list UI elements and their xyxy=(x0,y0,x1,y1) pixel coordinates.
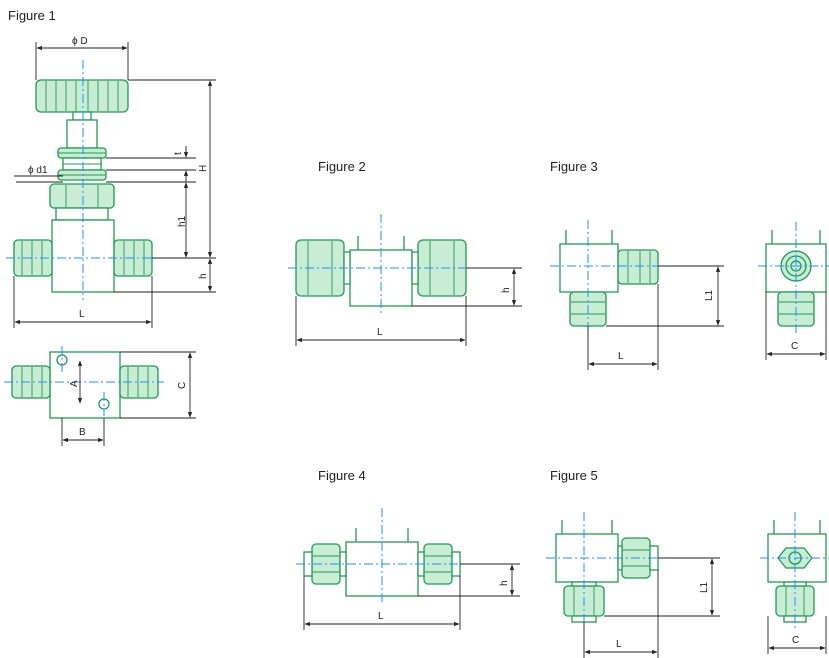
figure-3-title: Figure 3 xyxy=(550,159,598,174)
fig2-dim-label-h: h xyxy=(501,287,512,293)
figure-4-inline-valve: h L xyxy=(296,508,520,630)
fig3-dim-label-C: C xyxy=(791,341,798,352)
figure-4-title: Figure 4 xyxy=(318,468,366,483)
dim-label-H: H xyxy=(198,165,209,172)
dim-label-h: h xyxy=(198,273,209,279)
dim-label-C: C xyxy=(177,382,188,389)
figure-2-inline-valve: h L xyxy=(288,214,522,346)
fig3-body xyxy=(559,243,619,293)
fig2-dim-label-L: L xyxy=(377,327,383,338)
bonnet-base xyxy=(55,207,109,221)
fig5-dim-label-L1: L1 xyxy=(699,581,710,593)
figure-2-title: Figure 2 xyxy=(318,159,366,174)
fig4-dim-label-L: L xyxy=(378,611,384,622)
figure-1-valve-bottom-view: A C B xyxy=(4,346,196,446)
figure-3-end-view: C xyxy=(758,222,829,360)
stem xyxy=(72,111,92,121)
fig3-side-fitting xyxy=(617,249,659,285)
figure-5-angle-valve: L1 L xyxy=(546,512,720,658)
figure-3-angle-valve: L1 L xyxy=(550,220,724,370)
fig4-dim-label-h: h xyxy=(499,580,510,586)
fig3-dim-label-L1: L1 xyxy=(704,289,715,301)
packing-nut xyxy=(49,183,115,209)
handwheel xyxy=(35,79,129,113)
dim-label-L: L xyxy=(79,309,85,320)
dim-label-h1: h1 xyxy=(177,215,188,227)
bottom-view-body xyxy=(49,351,121,419)
figure-5-title: Figure 5 xyxy=(550,468,598,483)
handwheel-knurling xyxy=(45,81,119,111)
dim-label-D: ϕ D xyxy=(72,36,88,47)
fig5-dim-label-C: C xyxy=(792,635,799,646)
figure-1-valve-front-view: ϕ D ϕ d1 t h1 H h xyxy=(6,36,216,328)
figure-1-title: Figure 1 xyxy=(8,8,56,23)
dim-label-A: A xyxy=(69,380,80,387)
fig5-dim-label-L: L xyxy=(616,639,622,650)
figure-5-end-view: C xyxy=(760,512,829,654)
bonnet xyxy=(66,119,98,149)
dim-label-t: t xyxy=(173,152,184,155)
dim-label-B: B xyxy=(79,427,86,438)
fig3-dim-label-L: L xyxy=(618,351,624,362)
dim-label-d1: ϕ d1 xyxy=(28,165,48,176)
fig2-left-nut xyxy=(295,239,345,297)
